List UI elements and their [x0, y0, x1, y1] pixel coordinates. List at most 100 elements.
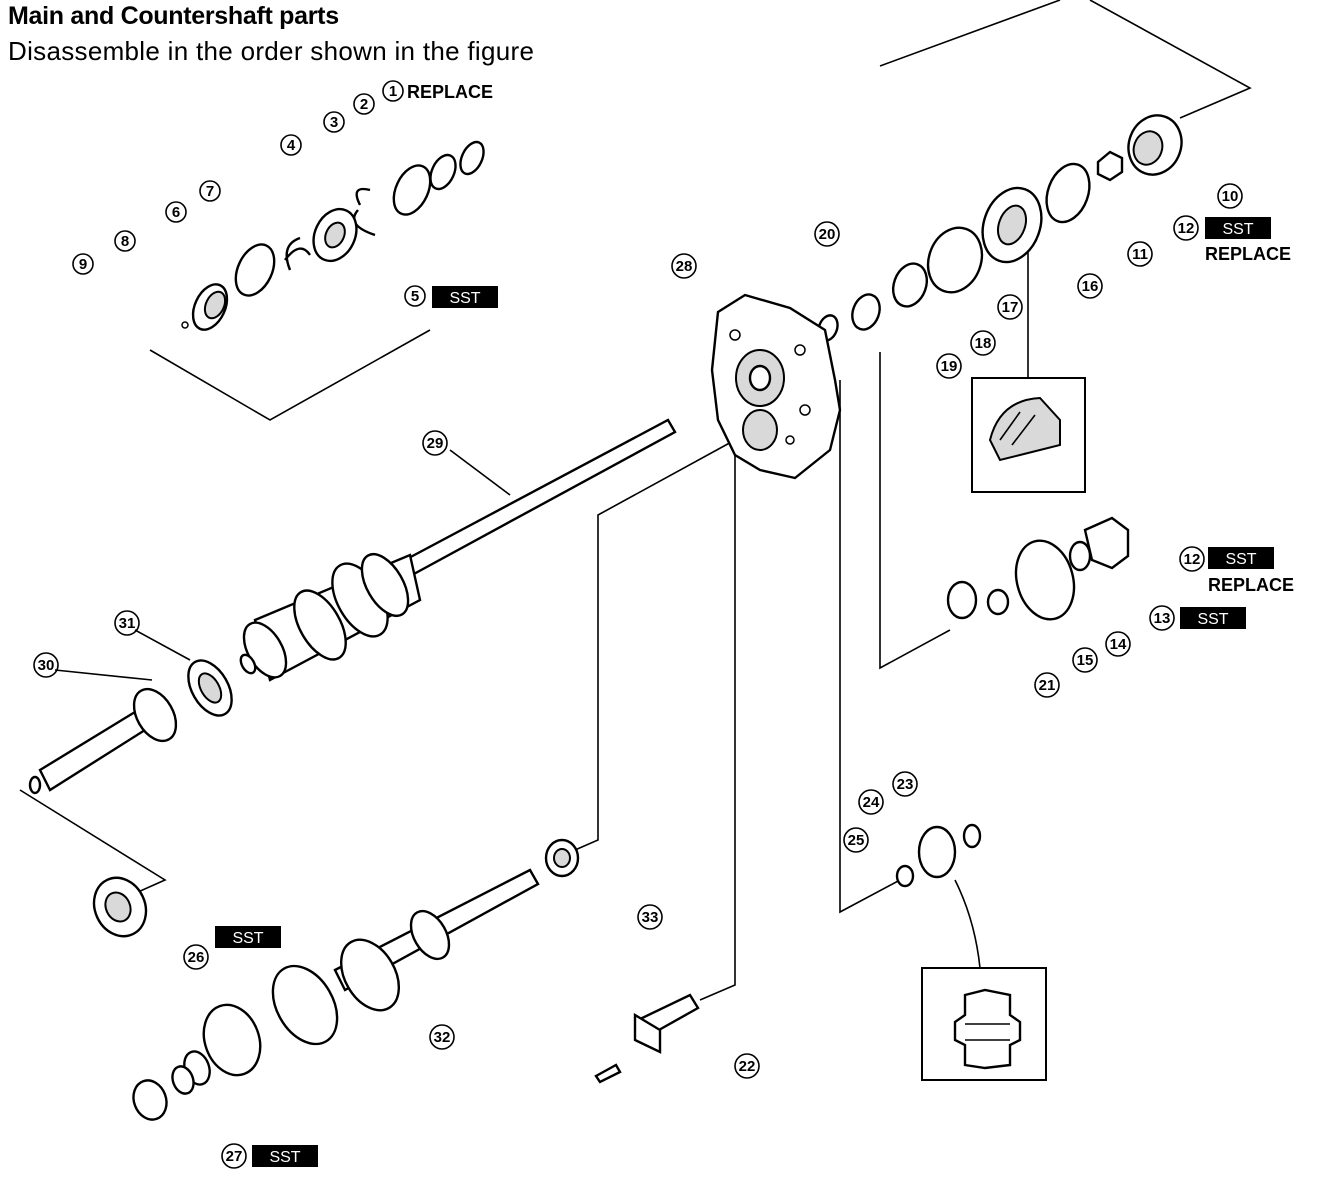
svg-text:SST: SST	[269, 1149, 300, 1166]
sst-badges: SST SST SST SST SST SST	[215, 217, 1274, 1167]
callout-17: 17	[997, 294, 1023, 320]
callout-7: 7	[199, 180, 221, 202]
svg-text:27: 27	[226, 1148, 243, 1165]
sst-badge-12-mid: SST	[1208, 547, 1274, 569]
svg-text:4: 4	[287, 137, 296, 154]
svg-text:SST: SST	[449, 290, 480, 307]
callout-26: 26	[183, 944, 209, 970]
svg-text:22: 22	[739, 1058, 756, 1075]
callout-33: 33	[637, 904, 663, 930]
input-shaft	[28, 659, 233, 795]
lower-end-parts	[92, 876, 262, 1121]
svg-text:17: 17	[1002, 299, 1019, 316]
svg-text:19: 19	[941, 358, 958, 375]
svg-text:12: 12	[1184, 551, 1201, 568]
svg-text:31: 31	[119, 615, 136, 632]
callout-27: 27	[221, 1143, 247, 1169]
callout-25: 25	[843, 827, 869, 853]
svg-text:5: 5	[411, 288, 419, 305]
svg-text:18: 18	[975, 335, 992, 352]
svg-text:REPLACE: REPLACE	[407, 82, 493, 102]
page-title: Main and Countershaft parts	[8, 2, 339, 30]
callout-13: 13	[1149, 605, 1175, 631]
callout-8: 8	[114, 230, 136, 252]
callout-32: 32	[429, 1024, 455, 1050]
countershaft-assembly	[271, 838, 580, 1046]
callout-23: 23	[892, 771, 918, 797]
svg-text:6: 6	[172, 204, 180, 221]
svg-text:SST: SST	[1222, 221, 1253, 238]
svg-text:REPLACE: REPLACE	[1205, 244, 1291, 264]
svg-text:26: 26	[188, 949, 205, 966]
mainshaft-end-parts	[181, 140, 485, 331]
callout-12-mid: 12	[1179, 546, 1205, 572]
callout-20: 20	[814, 221, 840, 247]
callout-19: 19	[936, 353, 962, 379]
leader-lines	[19, 0, 1252, 1001]
callout-15: 15	[1072, 647, 1098, 673]
svg-text:12: 12	[1178, 220, 1195, 237]
svg-text:15: 15	[1077, 652, 1094, 669]
callout-6: 6	[165, 201, 187, 223]
callout-16: 16	[1077, 273, 1103, 299]
svg-text:33: 33	[642, 909, 659, 926]
callout-22: 22	[734, 1053, 760, 1079]
sst-badge-5: SST	[432, 286, 498, 308]
svg-text:SST: SST	[232, 930, 263, 947]
gear-detail-inset	[921, 967, 1047, 1081]
svg-text:1: 1	[389, 83, 397, 100]
sst-badge-27: SST	[252, 1145, 318, 1167]
callout-29: 29	[422, 430, 448, 456]
transmission-case	[710, 293, 842, 480]
svg-text:29: 29	[427, 435, 444, 452]
callout-markers: 1 2 3 4 5 6 7 8 9 10 11 12 16 17 18 19 2…	[33, 80, 1243, 1169]
svg-text:14: 14	[1110, 636, 1127, 653]
callout-30: 30	[33, 652, 59, 678]
reverse-gear-parts	[895, 516, 1130, 888]
svg-text:20: 20	[819, 226, 836, 243]
page-subtitle: Disassemble in the order shown in the fi…	[8, 36, 535, 66]
callout-3: 3	[323, 111, 345, 133]
callout-9: 9	[72, 253, 94, 275]
svg-text:13: 13	[1154, 610, 1171, 627]
svg-text:SST: SST	[1225, 551, 1256, 568]
sst-badge-26: SST	[215, 926, 281, 948]
shift-rod	[594, 993, 700, 1084]
svg-text:3: 3	[330, 114, 338, 131]
callout-4: 4	[280, 134, 302, 156]
svg-text:2: 2	[360, 96, 368, 113]
callout-12-top: 12	[1173, 215, 1199, 241]
svg-text:8: 8	[121, 233, 129, 250]
svg-text:SST: SST	[1197, 611, 1228, 628]
callout-28: 28	[671, 253, 697, 279]
callout-10: 10	[1217, 183, 1243, 209]
svg-text:25: 25	[848, 832, 865, 849]
svg-text:16: 16	[1082, 278, 1099, 295]
callout-21: 21	[1034, 672, 1060, 698]
svg-text:30: 30	[38, 657, 55, 674]
countershaft-gear-parts	[817, 114, 1183, 342]
svg-text:7: 7	[206, 183, 214, 200]
svg-text:11: 11	[1132, 246, 1148, 263]
svg-text:24: 24	[863, 794, 880, 811]
callout-14: 14	[1105, 631, 1131, 657]
replace-notes: REPLACE REPLACE REPLACE	[407, 82, 1294, 595]
svg-text:23: 23	[897, 776, 914, 793]
callout-31: 31	[114, 610, 140, 636]
svg-text:21: 21	[1039, 677, 1056, 694]
callout-1: 1	[382, 80, 404, 102]
callout-2: 2	[353, 93, 375, 115]
svg-text:28: 28	[676, 258, 693, 275]
svg-text:REPLACE: REPLACE	[1208, 575, 1294, 595]
sst-badge-13: SST	[1180, 607, 1246, 629]
svg-text:9: 9	[79, 256, 87, 273]
synchro-detail-inset	[971, 377, 1086, 493]
sst-badge-12-top: SST	[1205, 217, 1271, 239]
svg-text:10: 10	[1222, 188, 1239, 205]
callout-11: 11	[1127, 241, 1153, 267]
callout-24: 24	[858, 789, 884, 815]
mainshaft-assembly	[239, 418, 677, 682]
callout-18: 18	[970, 330, 996, 356]
svg-text:32: 32	[434, 1029, 451, 1046]
